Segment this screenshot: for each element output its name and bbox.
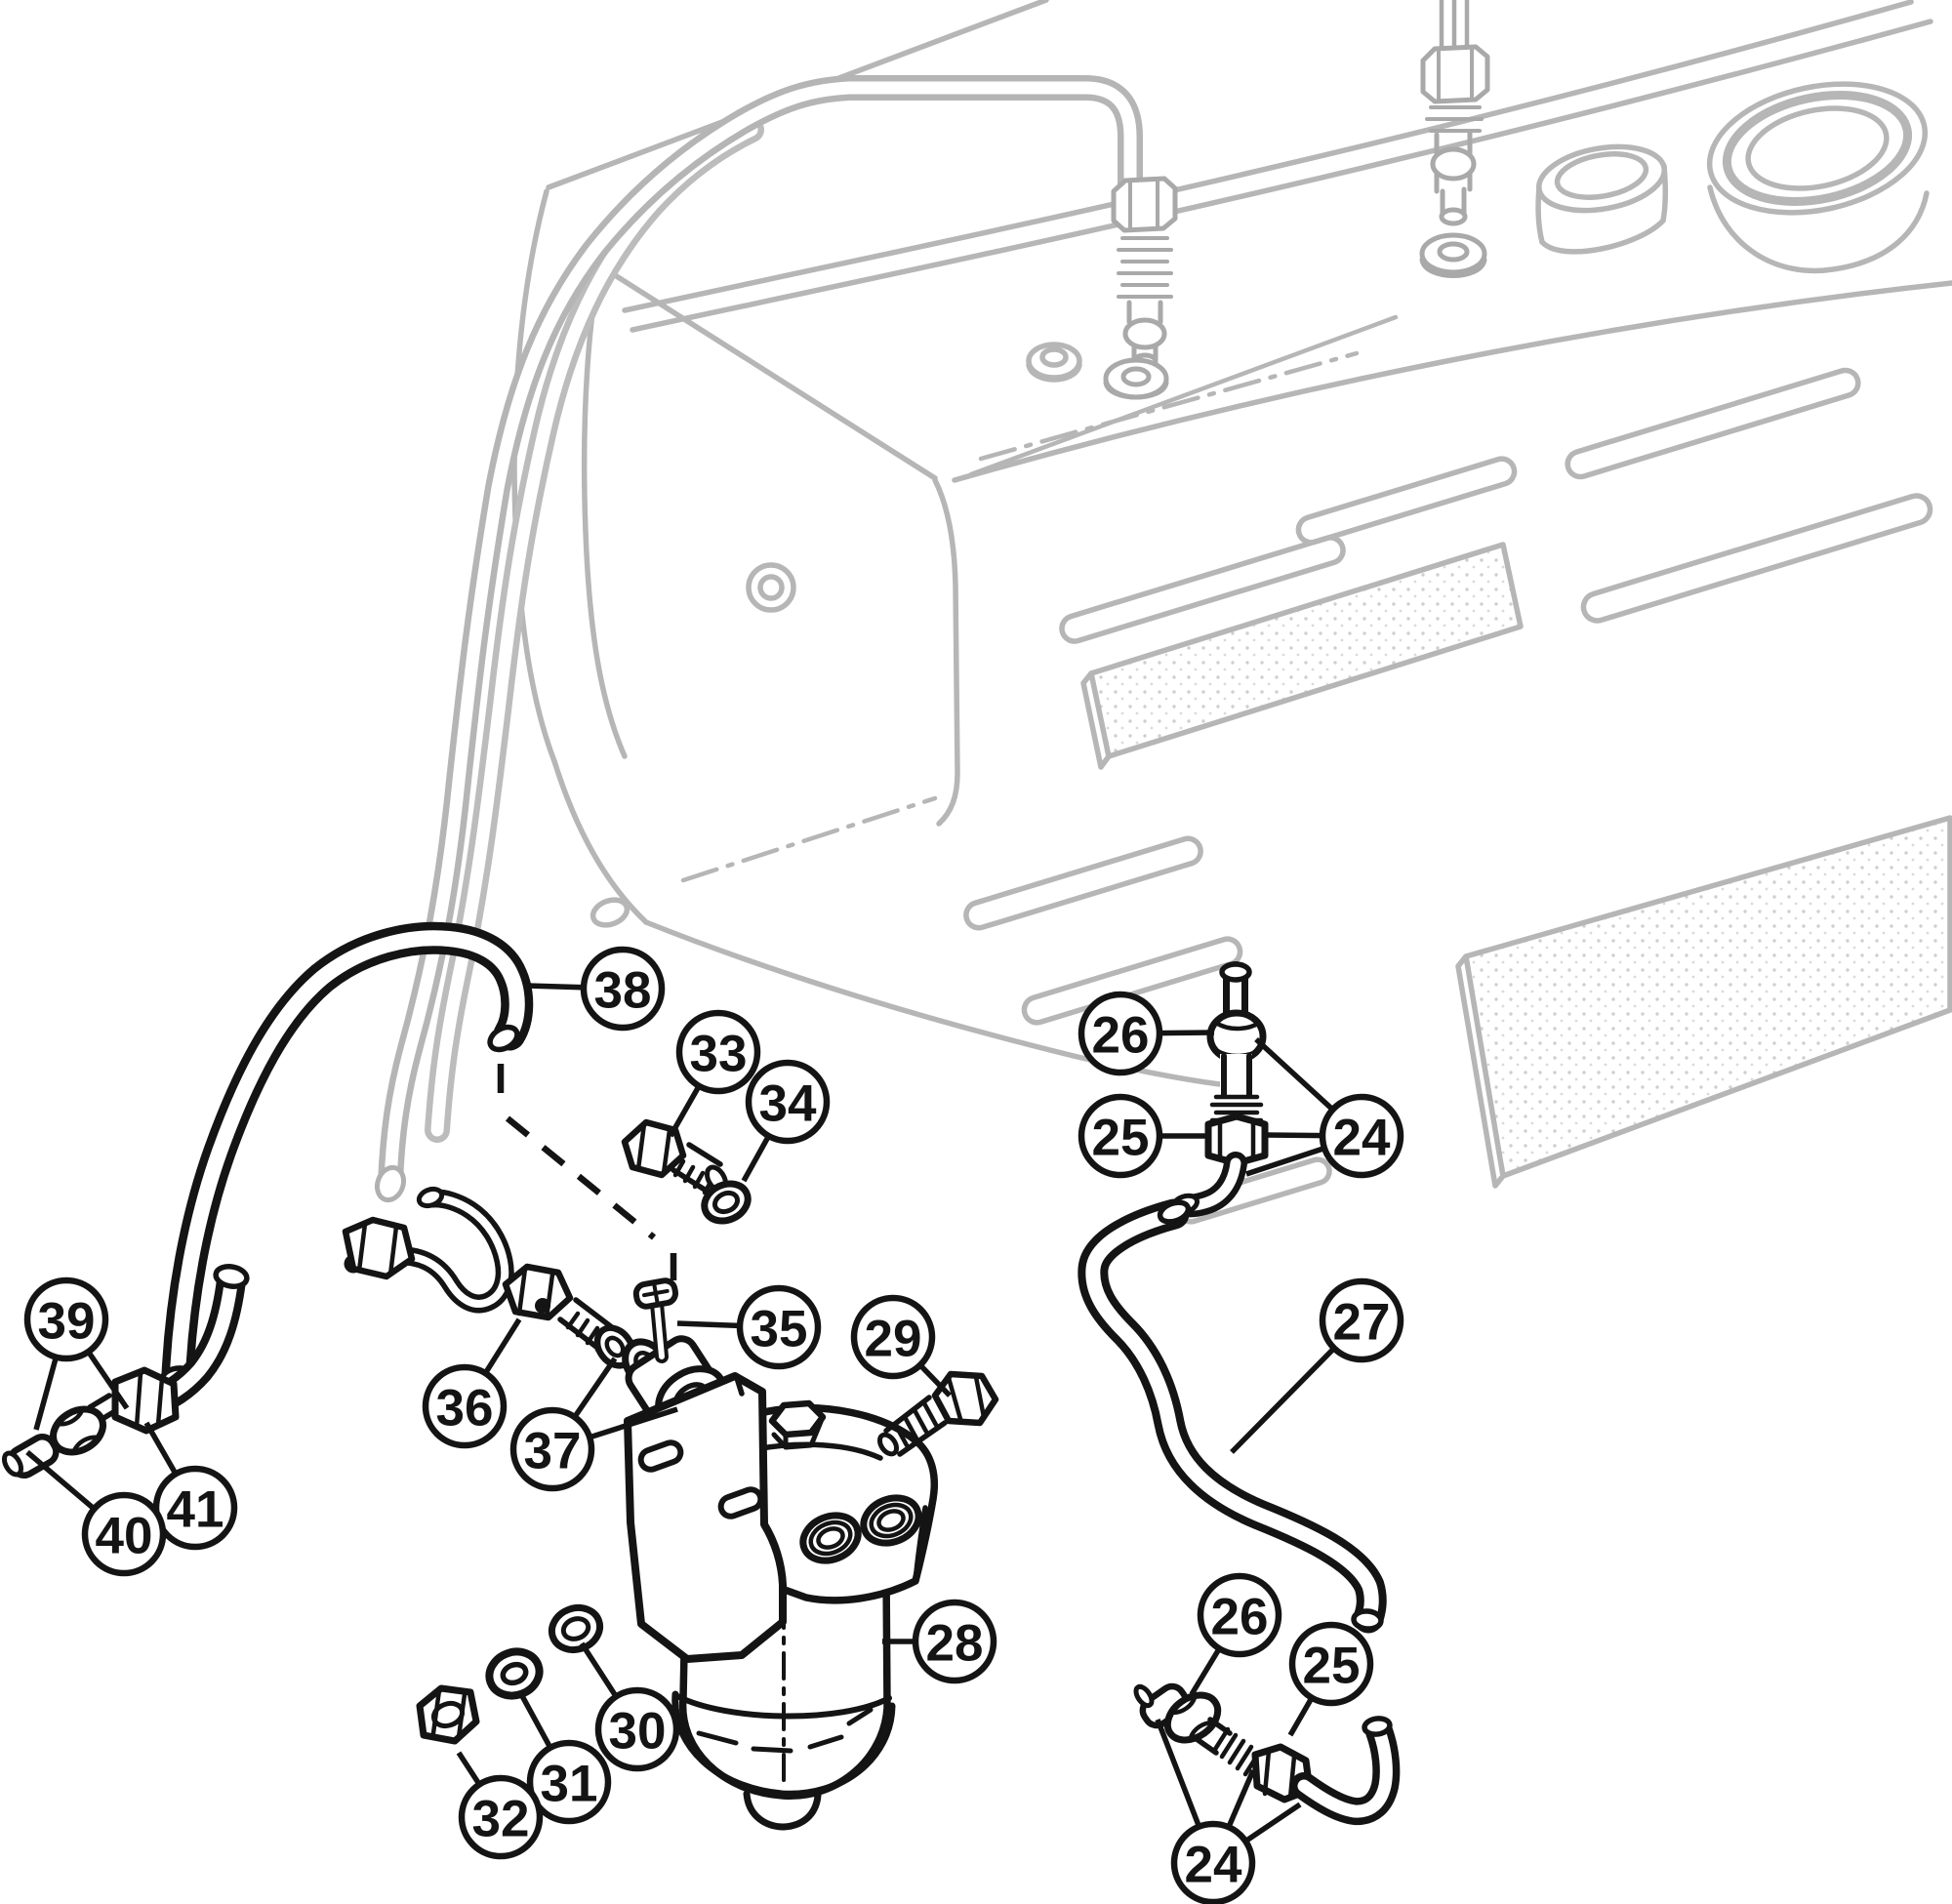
bottom-right-connector (1133, 1682, 1401, 1825)
callout-33: 33 (668, 1009, 761, 1138)
callout-32: 32 (456, 1751, 544, 1860)
filter-bracket (624, 1372, 787, 1663)
callout-circle (912, 1599, 997, 1684)
filler-cap (1535, 143, 1669, 255)
callout-number: 30 (609, 1703, 667, 1761)
washer-31 (485, 1647, 544, 1700)
callout-circle (458, 1774, 544, 1860)
callout-28: 28 (882, 1599, 997, 1684)
callout-37: 37 (509, 1357, 678, 1492)
callout-number: 32 (472, 1791, 530, 1848)
callout-circle (1197, 1572, 1282, 1658)
washer-30 (548, 1603, 604, 1654)
callout-circle (745, 1059, 831, 1145)
callout-number: 25 (1303, 1638, 1361, 1695)
callout-40: 40 (25, 1449, 167, 1577)
callout-31: 31 (518, 1692, 612, 1825)
callout-number: 28 (926, 1615, 984, 1673)
callout-41: 41 (143, 1421, 238, 1551)
dashed-route (497, 1064, 677, 1298)
callout-circle (594, 1686, 680, 1772)
callout-circle (1319, 1093, 1404, 1179)
callout-circle (850, 1294, 936, 1380)
fuel-filter-assembly (624, 1372, 939, 1831)
left-connector-assembly (1, 1264, 250, 1479)
callout-number: 33 (690, 1026, 748, 1083)
callout-number: 35 (751, 1301, 808, 1358)
callout-number: 26 (1211, 1589, 1269, 1646)
callout-34: 34 (741, 1059, 831, 1183)
callout-circle (736, 1284, 822, 1370)
callout-circle (1078, 1093, 1163, 1179)
callout-25: 25 (1287, 1621, 1374, 1737)
filler-neck (1706, 81, 1930, 274)
callout-number: 29 (865, 1311, 922, 1368)
callout-27: 27 (1230, 1277, 1404, 1454)
bleed-pipe-35 (632, 1277, 679, 1363)
callout-circle (509, 1406, 595, 1492)
callout-29: 29 (850, 1294, 952, 1398)
u-pipe-and-nut (342, 1186, 514, 1314)
callout-number: 26 (1092, 1007, 1150, 1065)
left-pickup-pipe (1103, 176, 1178, 400)
callout-circle (580, 946, 666, 1032)
washer-34 (701, 1180, 752, 1225)
fuel-hose-27 (1078, 1198, 1387, 1634)
callout-number: 34 (759, 1075, 817, 1133)
callout-24: 24 (1155, 1719, 1302, 1904)
callout-circle (422, 1363, 508, 1449)
callout-24: 24 (1245, 1036, 1404, 1179)
callout-30: 30 (579, 1641, 680, 1772)
tank-grommet-spare (1026, 342, 1082, 383)
callout-number: 38 (594, 962, 652, 1020)
nut-32 (416, 1684, 480, 1745)
callout-36: 36 (422, 1317, 522, 1449)
callout-circle (526, 1739, 612, 1825)
callout-35: 35 (676, 1284, 822, 1370)
callout-circle (1170, 1820, 1256, 1904)
tank-pickup-pipes (1103, 0, 1490, 400)
callout-25: 25 (1078, 1093, 1210, 1179)
callout-26: 26 (1189, 1572, 1282, 1696)
fuel-tank-ghost (511, 0, 1952, 1225)
callout-39: 39 (23, 1276, 130, 1431)
bolt-29 (876, 1370, 999, 1457)
callout-circle (675, 1009, 761, 1095)
callout-number: 36 (436, 1380, 494, 1438)
callout-number: 31 (541, 1756, 598, 1813)
right-pickup-pipe (1419, 0, 1490, 278)
callout-circle (1078, 991, 1163, 1076)
callout-circle (81, 1491, 167, 1577)
callout-number: 40 (96, 1508, 153, 1565)
tank-recess-pads (1080, 542, 1952, 1189)
tank-slots (963, 367, 1933, 1225)
callout-38: 38 (526, 946, 666, 1032)
callout-circle (1319, 1277, 1404, 1363)
plug-33 (621, 1118, 728, 1195)
top-right-connector (1169, 961, 1269, 1218)
callout-circle (1288, 1621, 1374, 1707)
callout-26: 26 (1078, 991, 1215, 1076)
callout-number: 24 (1185, 1837, 1242, 1894)
ghost-fuel-lines (374, 75, 1143, 1203)
filter-ports (799, 1494, 922, 1564)
callout-number: 39 (38, 1293, 96, 1351)
callout-circle (23, 1276, 109, 1362)
callout-number: 41 (167, 1481, 224, 1539)
callout-number: 24 (1333, 1110, 1391, 1167)
callout-number: 25 (1092, 1110, 1150, 1167)
callout-number: 37 (524, 1423, 582, 1480)
callout-number: 27 (1333, 1294, 1391, 1352)
